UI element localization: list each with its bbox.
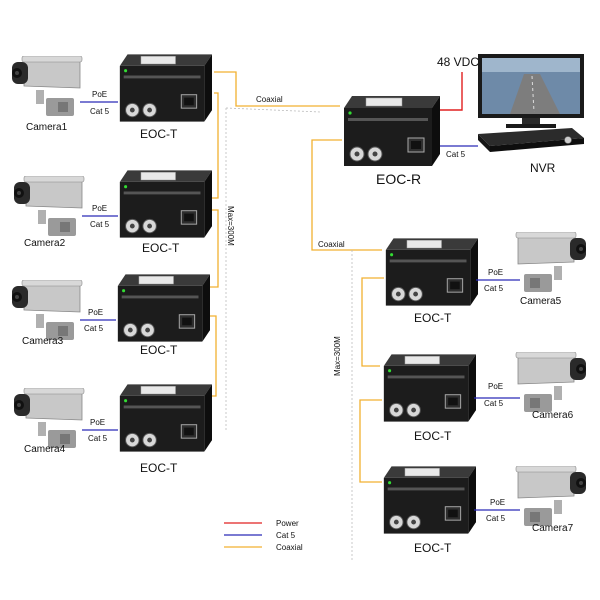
right-channel-5: [385, 232, 587, 306]
cat5-label: Cat 5: [90, 107, 110, 116]
left-channel-1: [11, 54, 212, 122]
eoc-r-device-icon: [343, 96, 440, 166]
camera-icon: [11, 280, 83, 341]
camera-icon: [515, 232, 587, 293]
camera-label: Camera5: [520, 296, 562, 307]
eoc-t-label: EOC-T: [140, 461, 178, 475]
cat5-label: Cat 5: [88, 434, 108, 443]
camera-icon: [515, 352, 587, 413]
cat5-label: Cat 5: [90, 220, 110, 229]
poe-label: PoE: [90, 418, 105, 427]
camera-label: Camera3: [22, 336, 64, 347]
eoc-t-label: EOC-T: [140, 343, 178, 357]
camera-icon: [13, 388, 85, 449]
camera-label: Camera2: [24, 238, 66, 249]
nvr-label: NVR: [530, 161, 556, 175]
poe-label: PoE: [92, 204, 107, 213]
poe-label: PoE: [88, 308, 103, 317]
eoc-r-label: EOC-R: [376, 171, 421, 187]
poe-label: PoE: [488, 268, 503, 277]
poe-label: PoE: [92, 90, 107, 99]
camera-icon: [11, 56, 83, 117]
right-channel-6: [383, 352, 587, 422]
camera-icon: [13, 176, 85, 237]
power-line: [430, 72, 463, 111]
eoc-t-device-icon: [383, 354, 476, 422]
monitor-road: [510, 74, 560, 114]
max-distance-right: Max=300M: [333, 336, 342, 376]
coax-right-2: [359, 399, 382, 483]
coax-left-3: [210, 209, 219, 288]
coax-left-2: [212, 92, 219, 199]
camera-label: Camera6: [532, 410, 574, 421]
distance-marker-top: [225, 107, 321, 113]
camera-label: Camera7: [532, 523, 574, 534]
legend-label-coaxial: Coaxial: [276, 543, 303, 552]
eoc-t-device-icon: [117, 274, 210, 342]
eoc-t-label: EOC-T: [414, 541, 452, 555]
coaxial-label-right: Coaxial: [318, 240, 345, 249]
eoc-t-device-icon: [119, 384, 212, 452]
nvr-cat5-label: Cat 5: [446, 150, 466, 159]
eoc-t-device-icon: [383, 466, 476, 534]
cat5-label: Cat 5: [84, 324, 104, 333]
right-channel-7: [383, 466, 587, 534]
coax-left-4: [210, 315, 217, 397]
camera-icon: [515, 466, 587, 527]
nvr-recorder-icon: [478, 128, 584, 146]
camera-label: Camera1: [26, 122, 68, 133]
eoc-t-label: EOC-T: [142, 241, 180, 255]
legend: Power Cat 5 Coaxial: [224, 519, 303, 552]
camera-label: Camera4: [24, 444, 66, 455]
right-coaxial-chain: [311, 139, 384, 560]
eoc-t-device-icon: [119, 170, 212, 238]
poe-label: PoE: [490, 498, 505, 507]
legend-label-power: Power: [276, 519, 299, 528]
nvr-station: [478, 54, 584, 152]
eoc-t-device-icon: [385, 238, 478, 306]
left-channel-2: [13, 170, 212, 238]
coax-right-main: [311, 139, 382, 251]
max-distance-left: Max=300M: [226, 206, 235, 246]
power-supply-label: 48 VDC: [437, 55, 479, 69]
coax-left-1: [214, 71, 340, 107]
eoc-t-device-icon: [119, 54, 212, 122]
coaxial-label-left: Coaxial: [256, 95, 283, 104]
legend-label-cat5: Cat 5: [276, 531, 296, 540]
cat5-label: Cat 5: [484, 284, 504, 293]
left-channel-3: [11, 274, 210, 342]
coax-right-1: [361, 277, 384, 367]
eoc-t-label: EOC-T: [414, 311, 452, 325]
eoc-t-label: EOC-T: [414, 429, 452, 443]
cat5-label: Cat 5: [486, 514, 506, 523]
cat5-label: Cat 5: [484, 399, 504, 408]
left-coaxial-chain: [210, 71, 340, 430]
left-channel-4: [13, 384, 212, 452]
poe-label: PoE: [488, 382, 503, 391]
eoc-t-label: EOC-T: [140, 127, 178, 141]
